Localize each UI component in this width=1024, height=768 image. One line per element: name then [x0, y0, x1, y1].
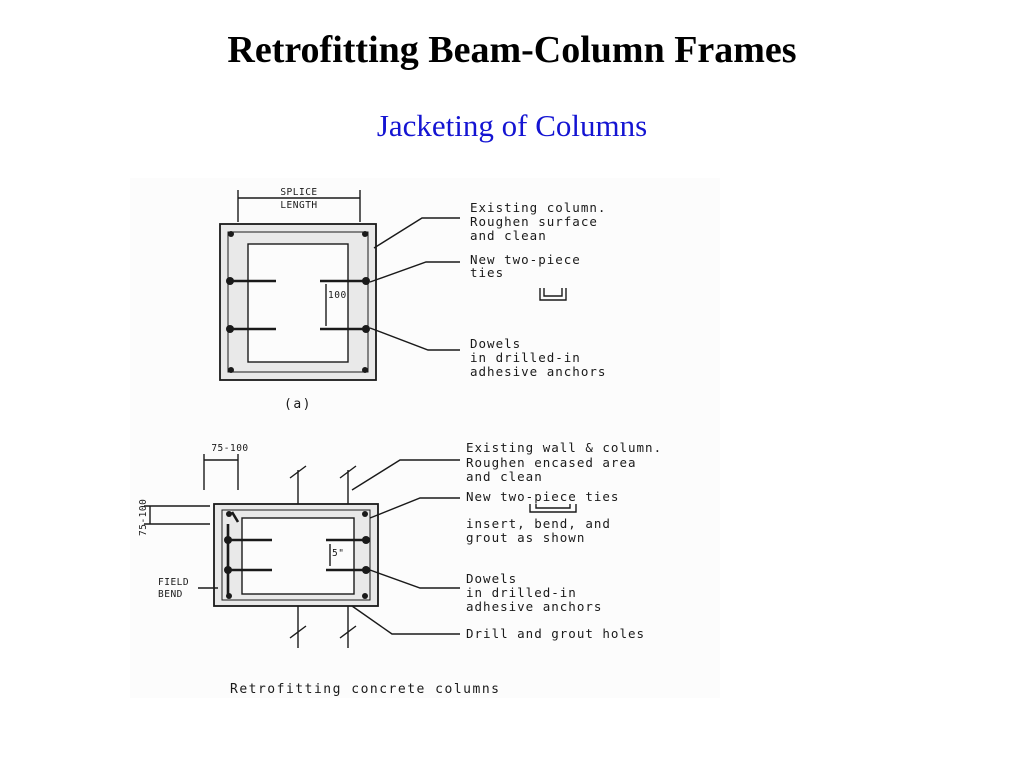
figure-caption: Retrofitting concrete columns	[230, 682, 500, 697]
rebar	[226, 277, 234, 285]
existing-column	[247, 243, 349, 363]
slide-title: Retrofitting Beam-Column Frames	[227, 29, 797, 71]
slide-subtitle: Jacketing of Columns	[376, 108, 648, 143]
rebar	[362, 277, 370, 285]
callout-a3-line2: in drilled-in	[470, 350, 581, 365]
dowels-left	[230, 279, 276, 331]
callout-b4-line2: in drilled-in	[466, 585, 577, 600]
rebar	[362, 231, 368, 237]
leader-dowels	[369, 327, 460, 351]
callout-a2-line2: ties	[470, 265, 504, 280]
existing-column-b	[241, 517, 355, 595]
dim-top-label: 75-100	[211, 443, 248, 454]
splice-label-2: LENGTH	[280, 200, 317, 211]
callout-a1-line1: Existing column.	[470, 200, 606, 215]
leader-existing-wall	[351, 459, 460, 491]
caption-a: (a)	[284, 397, 312, 412]
rebar	[224, 566, 232, 574]
spacing-label-b: 5"	[332, 548, 344, 559]
callout-b1-line1: Existing wall & column.	[466, 440, 662, 455]
jacket-tie-perimeter	[227, 231, 369, 373]
rebar	[362, 325, 370, 333]
tie-symbol	[539, 288, 567, 301]
field-bend-label-1: FIELD	[158, 577, 189, 588]
rebar	[226, 325, 234, 333]
leader-existing-column	[373, 217, 460, 249]
jacket-tie-perimeter-b	[221, 509, 371, 601]
field-bend-label-2: BEND	[158, 589, 183, 600]
section-a: SPLICE LENGTH 100 Existing column. Rough…	[219, 187, 606, 412]
dowels-left-b	[228, 538, 272, 572]
callout-b4-line1: Dowels	[466, 571, 517, 586]
rebar	[228, 231, 234, 237]
section-b: 75-100 75-100 5" FIELD BEND	[138, 440, 662, 648]
callout-b3-line2: grout as shown	[466, 530, 585, 545]
jacketing-drawing: SPLICE LENGTH 100 Existing column. Rough…	[138, 187, 662, 697]
spacing-label-a: 100	[328, 290, 347, 301]
rebar	[362, 511, 368, 517]
dowels-right-b	[326, 538, 366, 572]
callout-b2-line1: New two-piece ties	[466, 489, 619, 504]
rebar	[226, 593, 232, 599]
callout-a3-line3: adhesive anchors	[470, 364, 606, 379]
rebar	[362, 536, 370, 544]
dim-side-label: 75-100	[138, 499, 149, 536]
rebar	[362, 367, 368, 373]
leader-new-ties-b	[369, 497, 460, 519]
callout-a1-line2: Roughen surface	[470, 214, 598, 229]
callout-b1-line3: and clean	[466, 469, 543, 484]
break-lines	[289, 465, 357, 639]
tie-symbol-b	[529, 504, 577, 513]
callout-b4-line3: adhesive anchors	[466, 599, 602, 614]
column-jacketing-figure: SPLICE LENGTH 100 Existing column. Rough…	[130, 178, 720, 698]
rebar	[228, 367, 234, 373]
leader-new-ties	[369, 261, 460, 283]
callout-a1-line3: and clean	[470, 228, 547, 243]
leader-dowels-b	[369, 569, 460, 589]
rebar	[224, 536, 232, 544]
dowels-right	[320, 279, 366, 331]
rebar	[226, 511, 232, 517]
leader-drill-holes	[351, 605, 460, 635]
callout-a2-line1: New two-piece	[470, 252, 581, 267]
rebar	[362, 566, 370, 574]
callout-b5-line1: Drill and grout holes	[466, 626, 645, 641]
callout-b3-line1: insert, bend, and	[466, 516, 611, 531]
callout-b1-line2: Roughen encased area	[466, 455, 637, 470]
rebar	[362, 593, 368, 599]
callout-a3-line1: Dowels	[470, 336, 521, 351]
splice-label-1: SPLICE	[280, 187, 317, 198]
